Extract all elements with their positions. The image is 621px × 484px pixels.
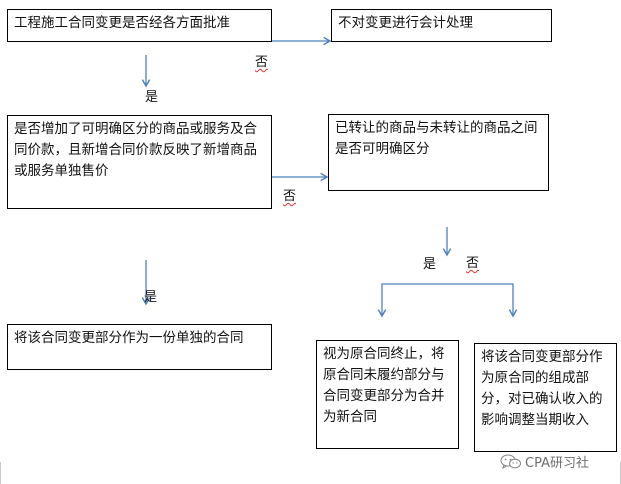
transferred-distinct-question-box: 已转让的商品与未转让的商品之间是否可明确区分 [328, 114, 549, 191]
separate-contract-box: 将该合同变更部分作为一份单独的合同 [7, 324, 272, 370]
watermark: CPA研习社 [500, 452, 589, 471]
terminate-new-contract-box: 视为原合同终止，将原合同未履约部分与合同变更部分为合并为新合同 [316, 340, 459, 449]
label-no-distinct: 否 [283, 189, 297, 204]
label-no-approval: 否 [255, 55, 269, 70]
wechat-icon [500, 453, 522, 469]
watermark-text: CPA研习社 [525, 456, 589, 471]
no-accounting-box: 不对变更进行会计处理 [331, 9, 552, 42]
part-of-original-box: 将该合同变更部分作为原合同的组成部分，对已确认收入的影响调整当期收入 [474, 343, 617, 452]
label-yes-transferred: 是 [423, 257, 437, 272]
label-no-transferred: 否 [466, 256, 480, 271]
approval-question-box: 工程施工合同变更是否经各方面批准 [7, 9, 272, 42]
distinct-goods-question-box: 是否增加了可明确区分的商品或服务及合同价款，且新增合同价款反映了新增商品或服务单… [7, 115, 272, 209]
left-edge-mark [0, 462, 1, 484]
arrow-split-bracket [377, 283, 518, 318]
label-yes-approval: 是 [145, 90, 159, 105]
label-yes-distinct: 是 [144, 290, 158, 305]
